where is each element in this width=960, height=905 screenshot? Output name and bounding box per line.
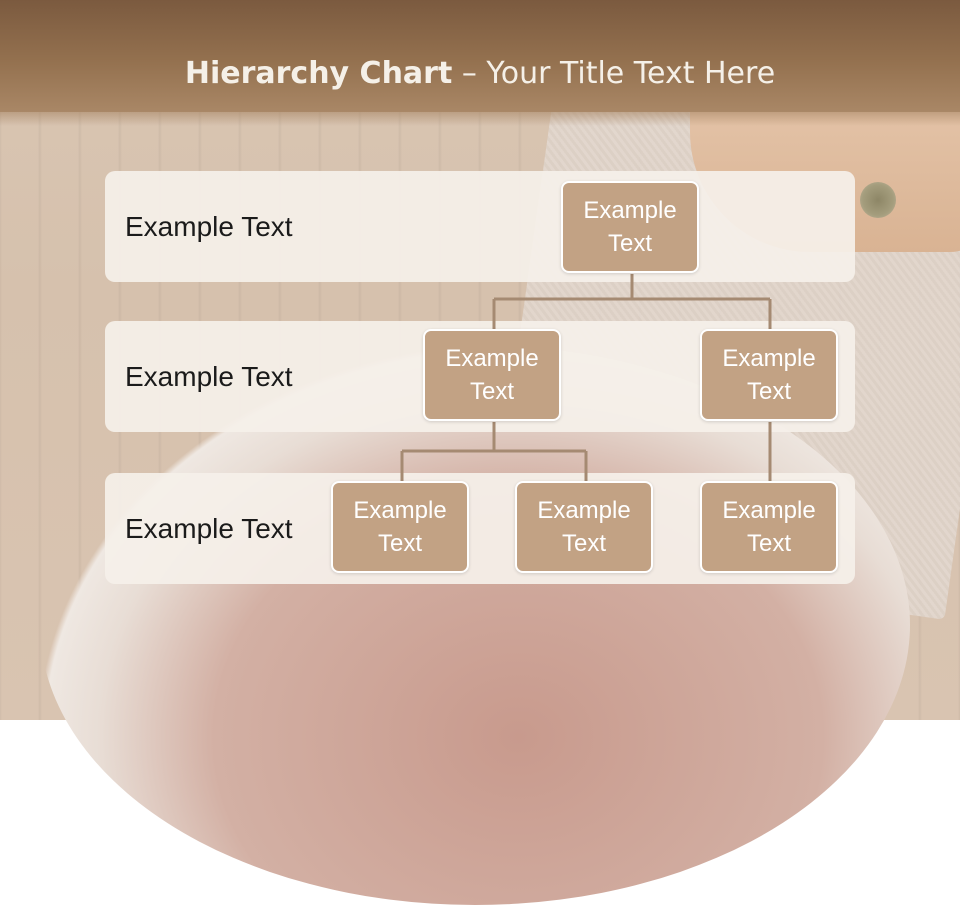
- connector-root-to-level2: [492, 274, 772, 330]
- slide-title-rest: – Your Title Text Here: [452, 56, 776, 91]
- level-label-1: Example Text: [125, 210, 293, 242]
- level-label-2: Example Text: [125, 360, 293, 392]
- level-band-1: [105, 171, 855, 282]
- title-bar: [0, 0, 960, 112]
- connector-level2-left-to-level3: [400, 422, 588, 482]
- node-root[interactable]: Example Text: [561, 181, 699, 273]
- node-level3-a[interactable]: Example Text: [331, 481, 469, 573]
- node-level3-b[interactable]: Example Text: [515, 481, 653, 573]
- slide-title: Hierarchy Chart – Your Title Text Here: [0, 52, 960, 96]
- node-level2-right[interactable]: Example Text: [700, 329, 838, 421]
- node-level2-left[interactable]: Example Text: [423, 329, 561, 421]
- connector-lines: [400, 274, 772, 482]
- background-spoon-dot: [860, 182, 896, 218]
- level-label-3: Example Text: [125, 512, 293, 544]
- slide-title-bold: Hierarchy Chart: [184, 56, 453, 91]
- node-level3-c[interactable]: Example Text: [700, 481, 838, 573]
- title-bar-fade: [0, 112, 960, 126]
